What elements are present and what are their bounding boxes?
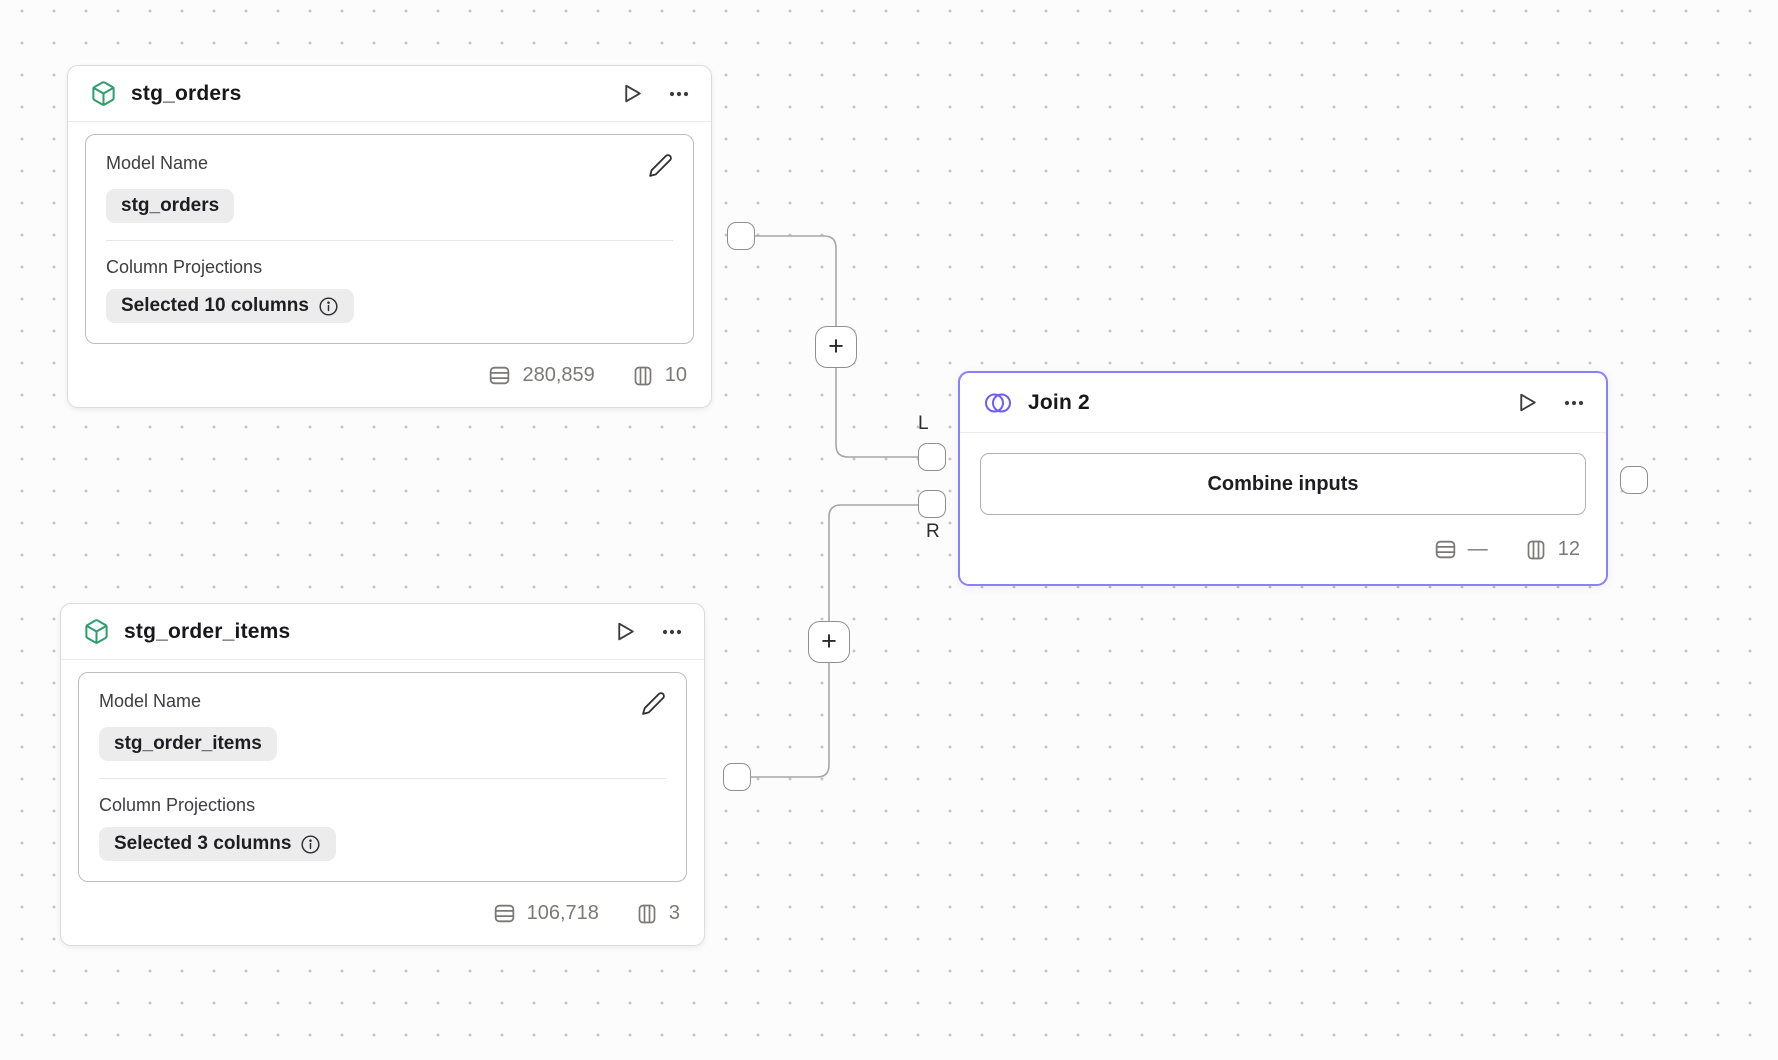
column-count: 12 — [1557, 538, 1580, 560]
column-projections-label: Column Projections — [106, 257, 263, 277]
column-count: 3 — [668, 902, 680, 924]
column-count-icon — [1527, 540, 1545, 559]
node-title: stg_orders — [131, 81, 242, 105]
join-venn-icon — [982, 391, 1014, 415]
model-name-label: Model Name — [106, 153, 209, 173]
node-join-2[interactable]: Join 2 Combine inputs — 12 — [958, 371, 1608, 586]
node-stg-orders-header: stg_orders — [68, 66, 711, 122]
node-stg-order-items-header: stg_order_items — [61, 604, 704, 660]
join-left-port-label: L — [918, 413, 929, 434]
node-stg-order-items-config-card: Model Name stg_order_items Column Projec… — [78, 672, 687, 882]
model-name-chip: stg_order_items — [99, 727, 277, 761]
port-join-input-left[interactable] — [918, 443, 946, 471]
model-name-value: stg_order_items — [114, 733, 262, 754]
combine-inputs-button[interactable]: Combine inputs — [980, 453, 1586, 515]
join-right-port-label: R — [926, 521, 940, 542]
port-stg-order-items-output[interactable] — [723, 763, 751, 791]
run-node-button[interactable] — [1515, 390, 1540, 415]
column-projections-chip[interactable]: Selected 3 columns — [99, 827, 337, 861]
column-count: 10 — [664, 364, 687, 386]
column-count-icon — [634, 366, 652, 385]
play-icon — [1520, 393, 1536, 412]
run-node-button[interactable] — [620, 81, 645, 106]
pencil-icon — [642, 692, 665, 715]
column-projections-label: Column Projections — [99, 795, 256, 815]
row-count-icon — [494, 904, 514, 923]
port-join-input-right[interactable] — [918, 490, 946, 518]
row-count: 106,718 — [526, 902, 599, 924]
card-divider — [106, 240, 673, 241]
model-name-label: Model Name — [99, 691, 202, 711]
row-count-icon — [490, 366, 510, 385]
ellipsis-icon — [1564, 400, 1584, 405]
node-title: stg_order_items — [124, 619, 291, 643]
node-stg-order-items[interactable]: stg_order_items Model Name stg_order_ite… — [60, 603, 705, 946]
model-name-chip: stg_orders — [106, 189, 235, 223]
edit-model-name-button[interactable] — [648, 153, 673, 178]
edge-add-step-button-right[interactable]: + — [808, 621, 850, 663]
node-stg-orders-config-card: Model Name stg_orders Column Projections… — [85, 134, 694, 344]
node-menu-button[interactable] — [667, 82, 691, 106]
port-join-output[interactable] — [1620, 466, 1648, 494]
column-projections-chip[interactable]: Selected 10 columns — [106, 289, 354, 323]
plus-icon: + — [821, 625, 837, 656]
edge-stg-order-items-to-join-right[interactable] — [751, 504, 918, 778]
card-divider — [99, 778, 666, 779]
model-name-value: stg_orders — [121, 195, 220, 216]
row-count: 280,859 — [522, 364, 595, 386]
run-node-button[interactable] — [613, 619, 638, 644]
column-projections-value: Selected 3 columns — [114, 833, 292, 854]
node-menu-button[interactable] — [1562, 391, 1586, 415]
info-icon — [301, 834, 320, 854]
node-stg-orders[interactable]: stg_orders Model Name stg_orders — [67, 65, 712, 408]
edit-model-name-button[interactable] — [641, 691, 666, 716]
edge-add-step-button-left[interactable]: + — [815, 326, 857, 368]
row-count: — — [1467, 538, 1488, 560]
ellipsis-icon — [662, 629, 682, 634]
plus-icon: + — [828, 330, 844, 361]
model-cube-icon — [90, 80, 117, 107]
column-projections-value: Selected 10 columns — [121, 295, 309, 316]
row-count-icon — [1435, 540, 1455, 559]
node-menu-button[interactable] — [660, 620, 684, 644]
node-stg-orders-stats: 280,859 10 — [68, 344, 711, 407]
node-join-header: Join 2 — [960, 373, 1606, 433]
info-icon — [319, 296, 338, 316]
play-icon — [618, 622, 634, 641]
column-count-icon — [638, 904, 656, 923]
ellipsis-icon — [669, 91, 689, 96]
pencil-icon — [649, 154, 672, 177]
node-stg-order-items-stats: 106,718 3 — [61, 882, 704, 945]
port-stg-orders-output[interactable] — [727, 222, 755, 250]
node-title: Join 2 — [1028, 390, 1090, 414]
model-cube-icon — [83, 618, 110, 645]
edge-stg-orders-to-join-left[interactable] — [755, 235, 918, 458]
play-icon — [625, 84, 641, 103]
node-join-stats: — 12 — [960, 515, 1606, 584]
